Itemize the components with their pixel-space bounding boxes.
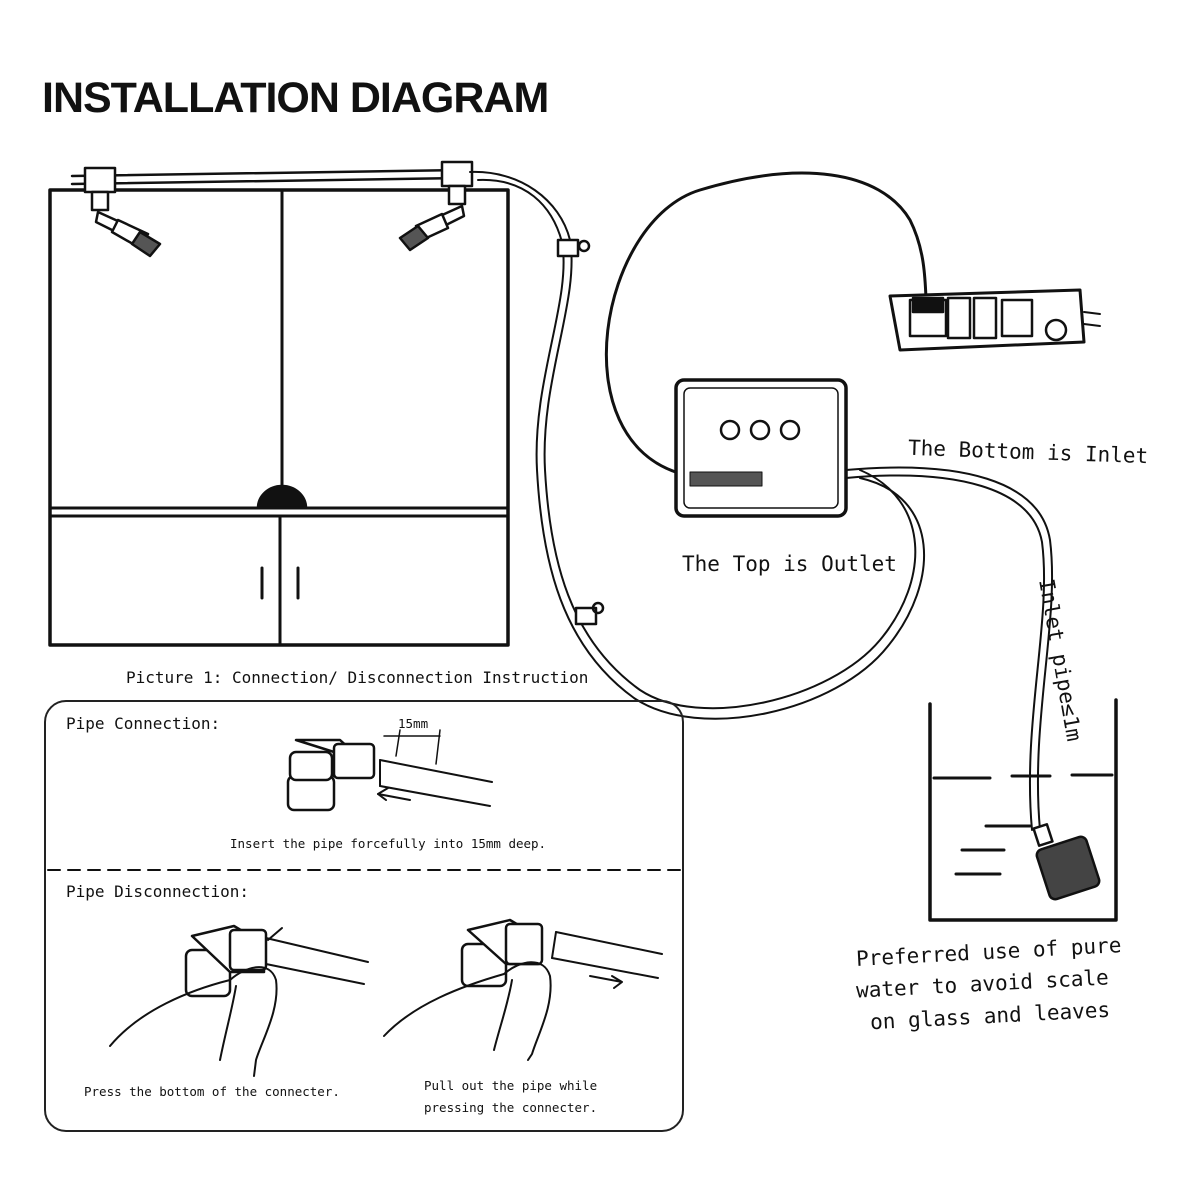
filter-icon	[1032, 823, 1101, 901]
terrarium-cabinet	[48, 188, 510, 647]
instruction-panel	[44, 700, 684, 1132]
spray-nozzle-icon	[94, 210, 162, 258]
press-instruction: Press the bottom of the connecter.	[84, 1084, 340, 1099]
connector-icon	[460, 918, 544, 988]
top-outlet-label: The Top is Outlet	[682, 552, 897, 576]
pull-instruction-line2: pressing the connecter.	[424, 1100, 598, 1115]
top-mist-pipe	[70, 160, 474, 212]
water-bucket	[928, 698, 1118, 922]
inlet-pipe	[845, 466, 1054, 831]
pipe-clip-icon	[556, 238, 605, 626]
hand-icon	[383, 961, 552, 1061]
depth-label: 15mm	[398, 716, 429, 731]
connector-icon	[184, 924, 268, 998]
picture-caption: Picture 1: Connection/ Disconnection Ins…	[126, 668, 589, 687]
power-cable	[604, 171, 928, 476]
controller-box-icon	[674, 378, 848, 518]
pipe-connection-title: Pipe Connection:	[66, 714, 221, 733]
spray-nozzle-icon	[398, 204, 466, 252]
page-title: INSTALLATION DIAGRAM	[42, 74, 549, 122]
connector-icon	[286, 738, 376, 812]
pull-instruction-line1: Pull out the pipe while	[424, 1078, 598, 1093]
insert-instruction: Insert the pipe forcefully into 15mm dee…	[230, 836, 547, 851]
hand-icon	[109, 966, 278, 1077]
power-strip-icon	[888, 288, 1101, 352]
pipe-disconnection-title: Pipe Disconnection:	[66, 882, 250, 901]
